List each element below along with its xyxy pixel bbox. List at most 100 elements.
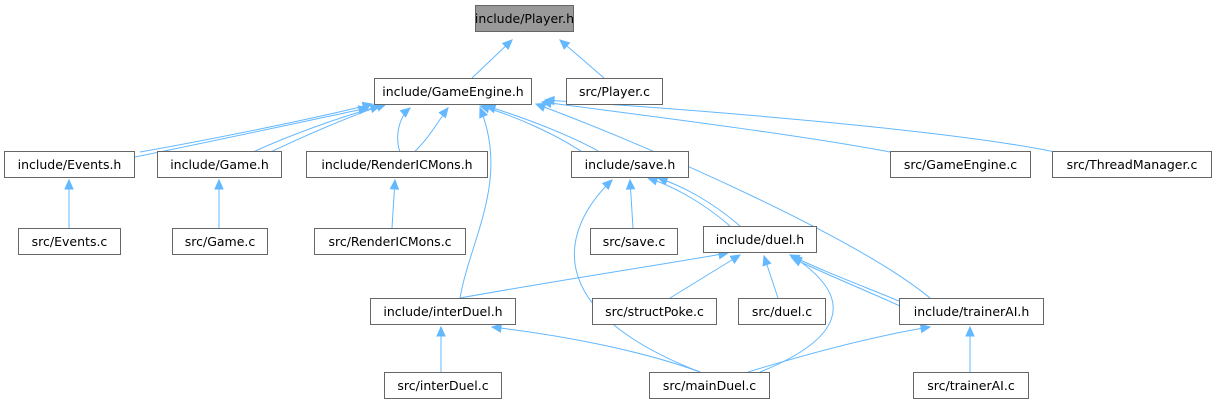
edge-gameengine_h-to-events_h-line [129, 107, 369, 159]
edge-mainduel_c-to-trainerai_h [747, 323, 932, 373]
node-interduel_c[interactable]: src/interDuel.c [384, 372, 502, 399]
edge-interduel_h-to-gameengine_h-line [459, 107, 492, 299]
edge-trainerai_h-to-gameengine_h-arrowhead [534, 102, 547, 112]
node-structpoke_c[interactable]: src/structPoke.c [592, 298, 717, 325]
edge-gameengine_h-to-rendericmons_h-arrowhead [438, 107, 449, 119]
edge-mainduel_c-to-save_h [573, 179, 701, 373]
edge-events_h-to-gameengine_h-line [139, 103, 373, 153]
node-box-game_c[interactable] [172, 228, 268, 255]
node-threadmanager_c[interactable]: src/ThreadManager.c [1052, 151, 1212, 178]
edge-player_c-to-player_h-arrowhead [559, 39, 571, 50]
edge-trainerai_h-to-gameengine_h [534, 102, 931, 299]
node-box-duel_h[interactable] [703, 226, 817, 253]
node-box-trainerai_h[interactable] [899, 298, 1044, 325]
node-duel_h[interactable]: include/duel.h [703, 226, 817, 253]
node-mainduel_c[interactable]: src/mainDuel.c [649, 372, 770, 399]
node-interduel_h[interactable]: include/interDuel.h [370, 298, 516, 325]
node-box-gameengine_c[interactable] [890, 151, 1031, 178]
node-label-duel_c: src/duel.c [752, 304, 812, 319]
node-box-rendericmons_h[interactable] [306, 151, 488, 178]
node-save_h[interactable]: include/save.h [571, 151, 689, 178]
edge-gameengine_h-to-save_h-line [479, 105, 589, 157]
edge-game_c-to-game_h [214, 178, 224, 228]
node-label-mainduel_c: src/mainDuel.c [663, 378, 756, 393]
edge-duel_h-to-save_h-arrowhead [646, 176, 659, 186]
node-label-game_c: src/Game.c [185, 234, 256, 249]
edge-save_c-to-save_h [625, 178, 636, 229]
node-box-interduel_c[interactable] [384, 372, 502, 399]
edge-rendericmons_h-to-gameengine_h [397, 107, 411, 153]
node-trainerai_h[interactable]: include/trainerAI.h [899, 298, 1044, 325]
edge-structpoke_c-to-duel_h-line [669, 254, 741, 299]
node-label-gameengine_c: src/GameEngine.c [904, 157, 1017, 172]
edge-gameengine_h-to-game_h-line [261, 103, 387, 157]
node-box-save_h[interactable] [571, 151, 689, 178]
edges [64, 39, 1056, 373]
node-box-gameengine_h[interactable] [374, 78, 532, 105]
node-box-player_h[interactable] [475, 5, 574, 32]
node-box-save_c[interactable] [590, 228, 678, 255]
node-save_c[interactable]: src/save.c [590, 228, 678, 255]
edge-events_c-to-events_h [64, 178, 74, 228]
edge-mainduel_c-to-trainerai_h-line [747, 326, 931, 373]
edge-threadmanager_c-to-gameengine_h-arrowhead [543, 95, 555, 106]
node-box-threadmanager_c[interactable] [1052, 151, 1212, 178]
edge-trainerai_c-to-trainerai_h [965, 325, 975, 372]
node-duel_c[interactable]: src/duel.c [738, 298, 826, 325]
node-box-player_c[interactable] [566, 78, 663, 105]
node-events_c[interactable]: src/Events.c [18, 228, 121, 255]
edge-trainerai_h-to-duel_h [788, 254, 900, 302]
node-rendericmons_c[interactable]: src/RenderICMons.c [314, 228, 466, 255]
node-box-duel_c[interactable] [738, 298, 826, 325]
edge-mainduel_c-to-interduel_h-arrowhead [490, 323, 502, 333]
node-box-trainerai_c[interactable] [913, 372, 1029, 399]
edge-rendericmons_c-to-rendericmons_h-arrowhead [389, 178, 400, 190]
node-box-game_h[interactable] [157, 151, 282, 178]
edge-save_h-to-gameengine_h-line [485, 105, 601, 153]
node-player_c[interactable]: src/Player.c [566, 78, 663, 105]
node-label-trainerai_h: include/trainerAI.h [914, 304, 1030, 319]
nodes: include/Player.h include/GameEngine.h src/… [4, 5, 1212, 399]
node-events_h[interactable]: include/Events.h [4, 151, 135, 178]
edge-duel_h-to-save_h [646, 176, 731, 227]
node-box-events_c[interactable] [18, 228, 121, 255]
node-game_h[interactable]: include/Game.h [157, 151, 282, 178]
edge-duel_h-to-save_h-line [647, 177, 731, 227]
node-gameengine_c[interactable]: src/GameEngine.c [890, 151, 1031, 178]
node-label-save_h: include/save.h [585, 157, 676, 172]
edge-mainduel_c-to-save_h-arrowhead [601, 179, 613, 191]
node-player_h[interactable]: include/Player.h [475, 5, 574, 32]
node-box-rendericmons_c[interactable] [314, 228, 466, 255]
node-box-mainduel_c[interactable] [649, 372, 770, 399]
edge-save_c-to-save_h-arrowhead [625, 178, 636, 190]
edge-mainduel_c-to-duel_h [759, 255, 834, 373]
edge-threadmanager_c-to-gameengine_h-line [544, 99, 1056, 153]
node-label-game_h: include/Game.h [170, 157, 269, 172]
node-game_c[interactable]: src/Game.c [172, 228, 268, 255]
edge-player_c-to-player_h-line [559, 39, 605, 79]
node-box-interduel_h[interactable] [370, 298, 516, 325]
edge-structpoke_c-to-duel_h [669, 254, 742, 299]
node-label-events_h: include/Events.h [18, 157, 122, 172]
edge-events_c-to-events_h-arrowhead [64, 178, 74, 190]
node-box-events_h[interactable] [4, 151, 135, 178]
edge-interduel_h-to-gameengine_h [459, 106, 492, 299]
node-rendericmons_h[interactable]: include/RenderICMons.h [306, 151, 488, 178]
edge-player_c-to-player_h [559, 39, 605, 79]
edge-interduel_h-to-duel_h-line [459, 252, 729, 299]
edge-gameengine_h-to-save_h [478, 103, 589, 157]
edge-rendericmons_h-to-gameengine_h-arrowhead [399, 107, 411, 118]
edge-interduel_h-to-gameengine_h-arrowhead [479, 106, 489, 119]
node-trainerai_c[interactable]: src/trainerAI.c [913, 372, 1029, 399]
edge-gameengine_c-to-gameengine_h-line [541, 101, 891, 153]
node-label-interduel_h: include/interDuel.h [383, 304, 502, 319]
node-gameengine_h[interactable]: include/GameEngine.h [374, 78, 532, 105]
node-box-structpoke_c[interactable] [592, 298, 717, 325]
edge-game_h-to-gameengine_h-line [252, 105, 381, 153]
node-label-save_c: src/save.c [603, 234, 666, 249]
node-label-rendericmons_h: include/RenderICMons.h [321, 157, 472, 172]
edge-interduel_h-to-duel_h [459, 249, 730, 299]
edge-trainerai_h-to-duel_h-line [789, 254, 900, 302]
edge-duel_c-to-duel_h [762, 254, 779, 299]
